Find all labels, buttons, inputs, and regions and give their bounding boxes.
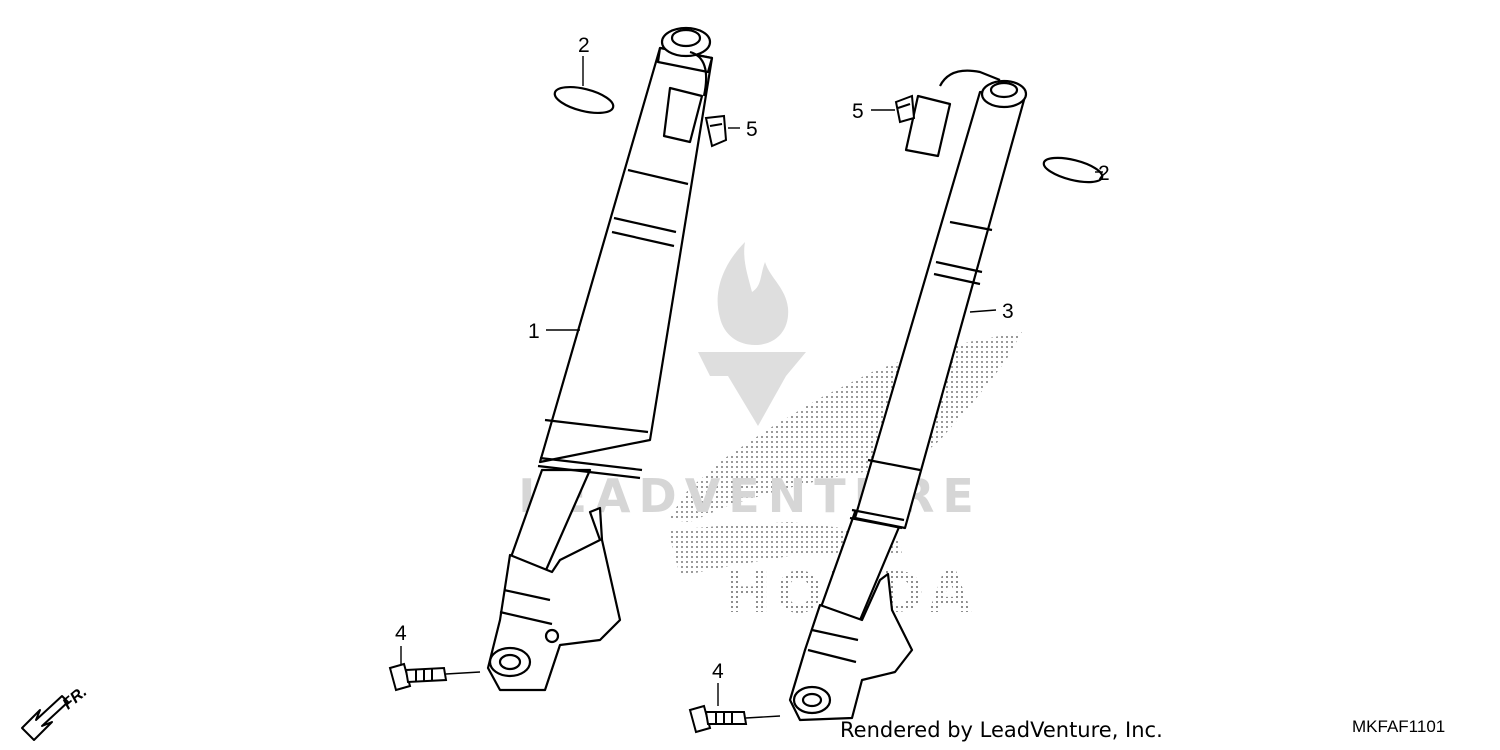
watermark-flame-icon [717, 242, 789, 345]
callout-1[interactable]: 1 [528, 320, 540, 343]
callout-5-right[interactable]: 5 [852, 100, 864, 123]
o-ring-right[interactable] [1041, 153, 1104, 187]
bolt-right[interactable] [688, 704, 748, 734]
callout-4-right[interactable]: 4 [712, 660, 724, 683]
callout-5-left[interactable]: 5 [746, 118, 758, 141]
cap-right[interactable] [894, 94, 916, 124]
fork-leg-left[interactable] [486, 26, 714, 692]
front-direction-indicator: FR. [21, 683, 91, 741]
diagram-code: MKFAF1101 [1352, 717, 1446, 736]
cap-left[interactable] [704, 114, 728, 148]
callout-2-right[interactable]: 2 [1098, 162, 1110, 185]
render-credit: Rendered by LeadVenture, Inc. [840, 718, 1163, 742]
leader-lines [400, 56, 1103, 719]
front-direction-label: FR. [60, 683, 91, 713]
callout-2-left[interactable]: 2 [578, 34, 590, 57]
front-arrow-icon [21, 695, 69, 741]
fork-leg-right[interactable] [788, 69, 1028, 722]
callouts: 2 5 1 5 2 3 4 4 [395, 34, 1110, 683]
callout-3[interactable]: 3 [1002, 300, 1014, 323]
callout-4-left[interactable]: 4 [395, 622, 407, 645]
o-ring-left[interactable] [552, 82, 616, 118]
bolt-left[interactable] [388, 662, 448, 692]
watermark-v-icon [698, 352, 806, 426]
